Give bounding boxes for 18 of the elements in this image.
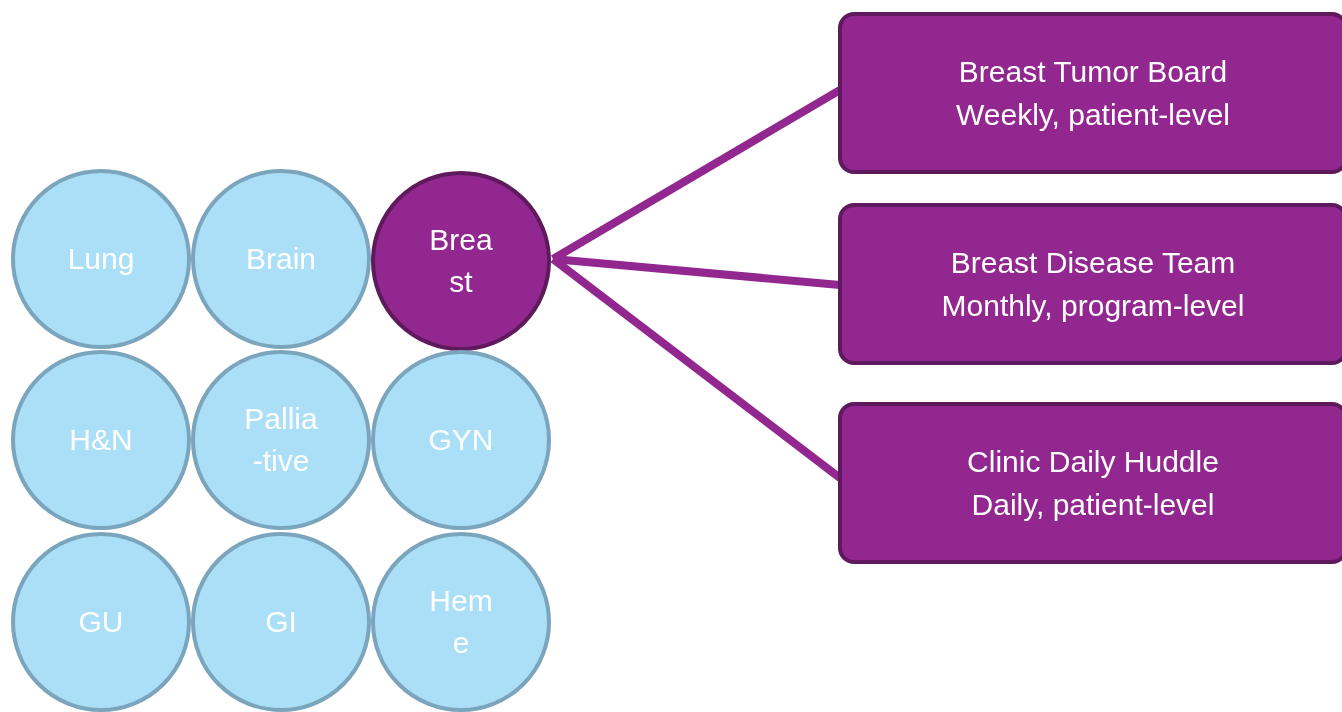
circle-label: GYN xyxy=(427,422,495,458)
box-subtitle: Monthly, program-level xyxy=(941,288,1245,324)
box-title: Breast Disease Team xyxy=(950,245,1236,281)
circle-label: Hem e xyxy=(428,583,494,661)
box-subtitle: Daily, patient-level xyxy=(971,487,1215,523)
circle-label: GU xyxy=(77,604,125,640)
circle-label: Pallia -tive xyxy=(243,401,319,479)
box-subtitle: Weekly, patient-level xyxy=(956,97,1230,133)
process-box xyxy=(838,12,1342,174)
circle-label: Brain xyxy=(244,241,317,277)
circle-label: Lung xyxy=(66,241,136,277)
process-box xyxy=(838,203,1342,365)
process-box xyxy=(838,402,1342,564)
circle-label: Brea st xyxy=(428,222,494,300)
box-title: Clinic Daily Huddle xyxy=(967,444,1219,480)
circle-label: H&N xyxy=(68,422,134,458)
box-title: Breast Tumor Board xyxy=(958,54,1228,90)
circle-label: GI xyxy=(264,604,298,640)
